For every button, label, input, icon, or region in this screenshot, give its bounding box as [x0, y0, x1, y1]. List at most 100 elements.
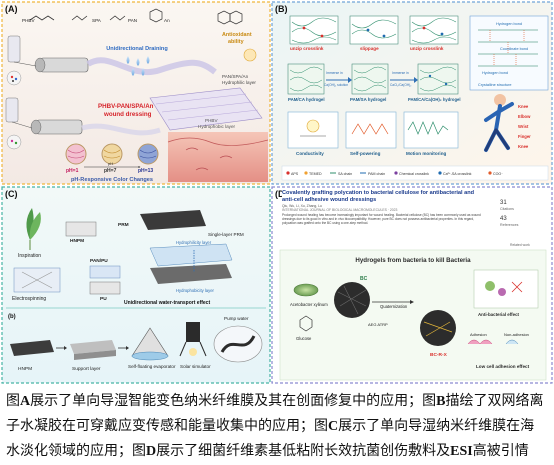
legend-ca-sa: Ca²⁺-SA crosslink: [443, 172, 472, 176]
immerse-1b: Ca(OH)₂ solution: [324, 83, 348, 87]
panel-b-legend: APS TEMED SA chain PAM chain Chemical cr…: [281, 165, 549, 181]
tag-slippage: slippage: [360, 46, 379, 51]
immerse-1a: Immerse in: [326, 71, 343, 75]
caption-segment: 展示了单向导湿智能变色纳米纤维膜及其在创面修复中的应用；图: [30, 393, 437, 409]
tag-unzip-2: unzip crosslink: [410, 46, 444, 51]
panel-a: (A) PHBV SPA PAN An: [1, 1, 271, 185]
hydrophobic-layer-label-2: Hydrophobic layer: [198, 124, 235, 129]
immerse-2a: Immerse in: [392, 71, 409, 75]
label-hydrophilic: Hydrophilicity layer: [176, 240, 212, 245]
paper-abstract: Prolonged wound healing has become incre…: [282, 212, 481, 225]
panel-d: (D) Covalently grafting polycation to ba…: [271, 186, 553, 384]
paper-title[interactable]: Covalently grafting polycation to bacter…: [282, 190, 475, 203]
step-pump: Pump water: [224, 316, 249, 321]
body-finger: Finger: [518, 134, 531, 139]
caption-segment: 展示了单向导湿纳米纤维膜在海水淡化领域的应用；图: [6, 418, 535, 459]
label-singleprm: Single-layer PRM: [208, 232, 244, 237]
item-bc: BC: [360, 276, 368, 282]
item-bcrx: BC-R-X: [430, 352, 448, 358]
item-antibacterial: Anti-bacterial effect: [478, 312, 520, 317]
legend-chem: Chemical crosslink: [399, 172, 429, 176]
badge-references-n: 43: [500, 216, 507, 222]
bond-hb-2: Hydrogen bond: [482, 71, 508, 75]
item-aeg-atrp: AEG ATRP: [368, 322, 388, 327]
panel-b: (B) unzip crosslink slippage unzip cross…: [271, 1, 553, 185]
paper-authors: Qiu, Wu, Li, Xu, Zhang, Lu: [282, 204, 322, 209]
panel-c: (C) Inspiration HNPM PAN/PU PU PRM Singl…: [1, 186, 271, 384]
figure-canvas: (A) PHBV SPA PAN An: [1, 1, 553, 384]
panel-c-letter: (C): [5, 189, 18, 199]
panel-c-sub-b: (b): [8, 314, 16, 320]
legend-sa: SA chain: [338, 172, 352, 176]
tag-unzip-1: unzip crosslink: [290, 46, 324, 51]
label-hydrophobic: Hydrophobicity layer: [176, 288, 215, 293]
ph-label-7: pH=7: [104, 168, 117, 174]
related-work-link[interactable]: Related work: [510, 243, 530, 247]
immerse-2b: CaCl₂/Ca(OH)₂: [390, 83, 412, 87]
unidirectional-draining-label: Unidirectional Draining: [106, 46, 168, 52]
item-nonadhesion: Non-adhesion: [504, 332, 529, 337]
app-selfpowering: Self-powering: [350, 151, 381, 156]
application-row: Conductivity Self-powering Motion monito…: [287, 111, 459, 156]
monomer-pan: PAN: [128, 18, 137, 23]
caption-segment: 描绘了双网络离子水凝胶在可穿戴应变传感和能量收集中的应用；图: [6, 393, 544, 434]
network-box-3: unzip crosslink: [409, 15, 459, 51]
ph-label-1: pH=1: [66, 168, 79, 174]
body-knee-1: Knee: [518, 104, 529, 109]
bond-crystalline: Crystalline structure: [478, 83, 512, 87]
paper-card: Covalently grafting polycation to bacter…: [282, 190, 530, 248]
antioxidant-label-2: ability: [228, 39, 244, 45]
dressing-label-2: wound dressing: [103, 111, 152, 118]
panel-b-letter: (B): [275, 4, 288, 14]
badge-citations-n: 31: [500, 200, 507, 206]
label-panpu: PAN/PU: [90, 258, 108, 264]
step-solar: Solar simulator: [180, 364, 211, 369]
paper-journal: INTERNATIONAL JOURNAL OF BIOLOGICAL MACR…: [282, 208, 398, 213]
monomer-spa: SPA: [92, 18, 102, 23]
legend-pam: PAM chain: [368, 172, 385, 176]
electrospinning-setup: Electrospinning: [12, 267, 61, 302]
body-wrist: Wrist: [518, 124, 529, 129]
monomer-row: PHBV SPA PAN An: [22, 8, 243, 25]
bond-coordinate: Coordinate bond: [500, 47, 528, 51]
runner-figure: Knee Elbow Wrist Finger Knee: [484, 94, 531, 152]
label-pu: PU: [100, 296, 107, 302]
hydrophilic-layer-label: PAN/SPA/An: [222, 74, 249, 79]
dressing-label: PHBV-PAN/SPA/An: [98, 103, 154, 110]
ph-title: pH-Responsive Color Changes: [71, 177, 153, 183]
badge-references-t: References: [500, 223, 519, 227]
legend-aps: APS: [291, 172, 299, 176]
item-acetobacter: Acetobacter xylinum: [290, 302, 328, 307]
inspiration-plant: Inspiration: [18, 208, 41, 259]
hydrogel-row: PAM/CA hydrogel PAM/SA hydrogel PAM/CA/C…: [287, 63, 461, 102]
hydrogel-pamca-caoh: PAM/CA/Ca(OH)₂ hydrogel: [408, 97, 461, 102]
label-electrospinning: Electrospinning: [12, 296, 46, 302]
hydrogel-pamsa: PAM/SA hydrogel: [350, 97, 386, 102]
monomer-an: An: [164, 18, 170, 23]
monomer-phbv: PHBV: [22, 18, 35, 23]
network-box-2: slippage: [349, 15, 399, 51]
app-motion: Motion monitoring: [406, 151, 447, 156]
caption-segment: ESI: [450, 444, 473, 459]
item-adhesion: Adhesion: [470, 332, 487, 337]
step-support: Support layer: [72, 366, 101, 372]
panel-a-letter: (A): [5, 4, 18, 14]
bond-hb-1: Hydrogen bond: [496, 22, 522, 26]
legend-coo: COO⁻: [493, 172, 503, 176]
caption-segment: B: [436, 394, 446, 409]
app-conductivity: Conductivity: [296, 151, 324, 156]
label-effect: Unidirectional water-transport effect: [124, 300, 210, 306]
body-elbow: Elbow: [518, 114, 531, 119]
badge-citations-t: Citations: [500, 207, 514, 211]
panel-d-letter: (D): [275, 189, 288, 199]
caption-segment: 展示了细菌纤维素基低粘附长效抗菌创伤敷料及: [156, 443, 451, 459]
caption-segment: C: [328, 419, 339, 434]
hydrophilic-layer-label-2: Hydrophilic layer: [222, 80, 256, 85]
hydrophobic-layer-label: PHBV: [205, 118, 218, 123]
step-hnpm: HNPM: [18, 366, 32, 372]
step-evaporator: Self-floating evaporator: [128, 364, 176, 369]
label-hnpm: HNPM: [70, 238, 84, 244]
diagram-title: Hydrogels from bacteria to kill Bacteria: [355, 257, 471, 264]
caption-segment: 高被引情况。: [472, 443, 529, 459]
hydrogel-pamca: PAM/CA hydrogel: [288, 97, 325, 102]
